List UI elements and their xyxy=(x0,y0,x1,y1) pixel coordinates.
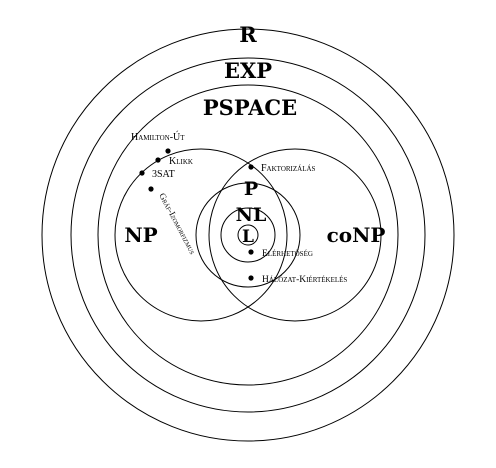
p-circle xyxy=(195,182,301,288)
halozat-dot xyxy=(248,275,254,281)
graf-label: Gráf-Izomorfizmus xyxy=(157,191,198,256)
nl-label: NL xyxy=(236,204,267,226)
faktor-label: Faktorizálás xyxy=(261,163,316,174)
conp-label: coNP xyxy=(327,223,386,247)
exp-circle xyxy=(70,57,426,413)
l-label: L xyxy=(242,227,254,247)
hamilton-label: Hamilton-Út xyxy=(131,131,185,143)
halozat-label: Hálózat-Kiértékelés xyxy=(262,275,347,285)
exp-label: EXP xyxy=(224,58,272,83)
klikk-dot xyxy=(155,157,161,163)
eler-dot xyxy=(248,249,254,255)
faktor-dot xyxy=(248,164,254,170)
sat-label: 3SAT xyxy=(152,169,175,180)
eler-label: Elérhetőség xyxy=(262,249,313,259)
r-label: R xyxy=(239,22,257,47)
pspace-circle xyxy=(97,84,399,386)
np-circle xyxy=(114,148,288,322)
conp-circle xyxy=(208,148,382,322)
nl-circle xyxy=(220,207,276,263)
np-label: NP xyxy=(124,223,157,247)
hamilton-dot xyxy=(165,148,171,154)
pspace-label: PSPACE xyxy=(203,95,297,120)
p-label: P xyxy=(244,178,258,200)
r-circle xyxy=(41,28,455,442)
l-circle xyxy=(237,224,259,246)
sat-dot xyxy=(139,170,145,176)
graf-dot xyxy=(148,186,154,192)
klikk-label: Klikk xyxy=(169,156,193,167)
